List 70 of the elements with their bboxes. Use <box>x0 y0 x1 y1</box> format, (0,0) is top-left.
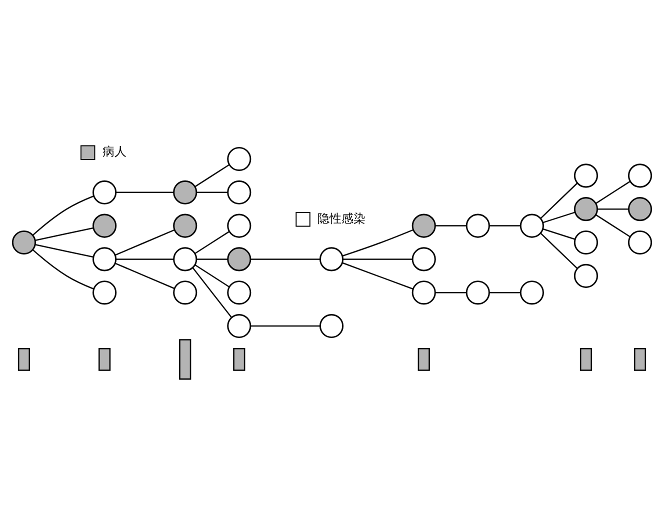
node-bar <box>233 348 246 371</box>
node-disc <box>574 197 598 222</box>
connector <box>32 195 94 236</box>
legend-label: 病人 <box>102 144 127 159</box>
node-circle <box>319 314 344 338</box>
connector <box>194 264 230 288</box>
node-disc <box>173 180 198 204</box>
node-disc <box>12 230 36 255</box>
node-circle <box>227 280 252 305</box>
node-circle <box>520 214 544 238</box>
connector <box>342 262 414 290</box>
node-bar <box>634 348 646 371</box>
node-disc <box>227 247 252 272</box>
connector <box>250 325 320 327</box>
node-circle <box>319 247 344 272</box>
node-disc <box>628 197 652 222</box>
node-circle <box>466 280 490 305</box>
node-circle <box>92 180 117 204</box>
connector <box>596 180 630 204</box>
connector <box>540 182 578 219</box>
connector <box>342 229 414 256</box>
connector <box>342 258 412 260</box>
node-circle <box>173 247 198 272</box>
node-circle <box>227 314 252 338</box>
node-bar <box>98 348 111 371</box>
node-bar <box>18 348 30 371</box>
node-circle <box>92 247 117 272</box>
connector <box>489 225 520 226</box>
connector <box>114 262 175 290</box>
node-bar <box>179 339 192 380</box>
node-circle <box>574 164 598 188</box>
node-bar <box>580 348 592 371</box>
connector <box>35 244 94 258</box>
connector <box>540 232 578 269</box>
node-circle <box>227 214 252 238</box>
node-disc <box>92 214 117 238</box>
connector <box>542 228 576 240</box>
connector <box>435 292 466 294</box>
node-circle <box>466 214 490 238</box>
connector <box>35 227 94 241</box>
connector <box>542 212 576 224</box>
node-circle <box>628 164 652 188</box>
node-circle <box>412 280 436 305</box>
node-bar <box>418 348 430 371</box>
node-circle <box>92 280 117 305</box>
node-circle <box>173 280 198 305</box>
node-circle <box>412 247 436 272</box>
connector <box>596 214 630 238</box>
node-disc <box>173 214 198 238</box>
connector <box>194 164 230 188</box>
connector <box>116 192 174 194</box>
connector <box>196 192 228 194</box>
connector <box>250 258 320 260</box>
node-circle <box>574 230 598 255</box>
connector <box>598 208 629 210</box>
connector <box>114 229 175 256</box>
node-disc <box>412 214 436 238</box>
connector <box>435 225 466 226</box>
connector <box>194 231 230 254</box>
node-circle <box>520 280 544 305</box>
legend-label: 隐性感染 <box>318 211 366 226</box>
connector <box>489 292 520 294</box>
connector <box>192 267 232 318</box>
node-circle <box>628 230 652 255</box>
connector <box>32 249 94 290</box>
node-circle <box>227 180 252 204</box>
node-circle <box>574 264 598 288</box>
connector <box>116 258 174 260</box>
connector <box>196 258 228 260</box>
node-circle <box>227 146 252 172</box>
